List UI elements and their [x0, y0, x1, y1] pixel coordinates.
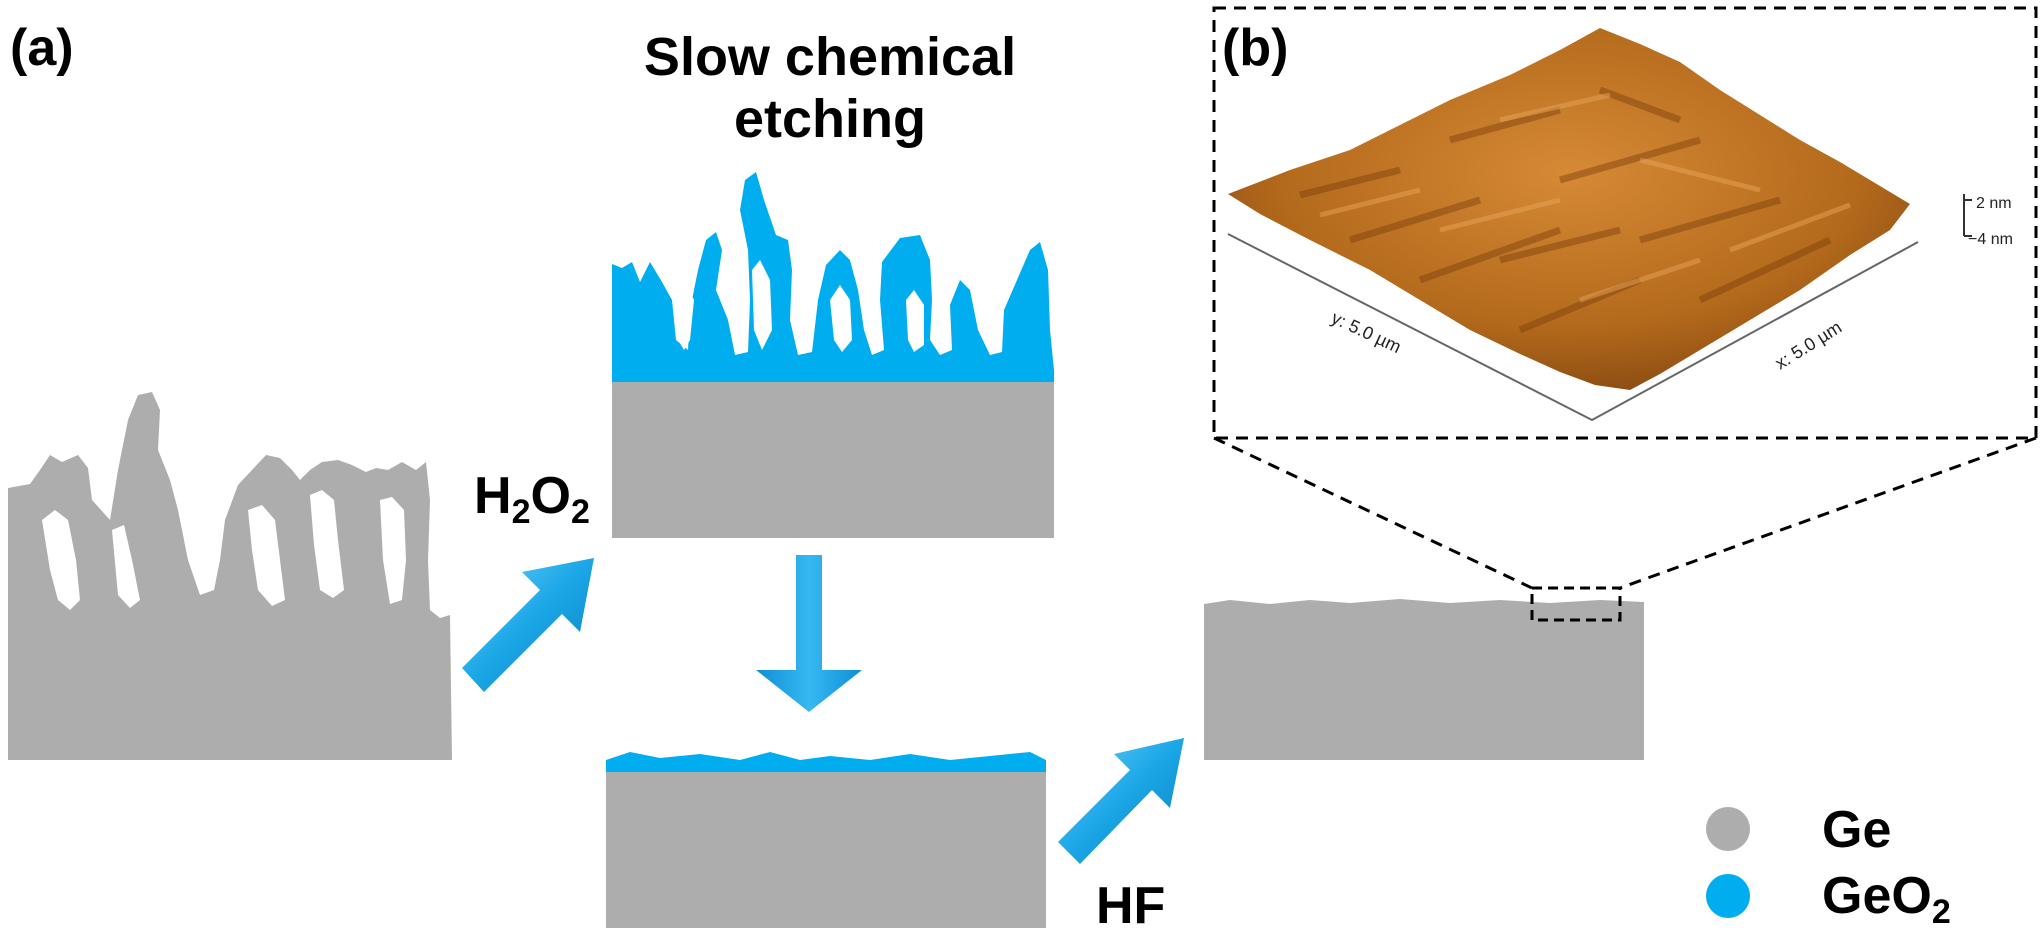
- z-axis-bottom-label: −4 nm: [1968, 231, 2013, 248]
- afm-surface-plot: 2 nm −4 nm y: 5.0 µm x: 5.0 µm: [1227, 28, 2013, 422]
- zoom-region-box: [1530, 586, 1622, 622]
- title-line-1: Slow chemical: [643, 27, 1017, 87]
- arrow-to-hf: [1058, 738, 1184, 864]
- hf-label: HF: [1096, 877, 1166, 935]
- legend-ge-marker: [1706, 807, 1750, 851]
- porous-ge-block: [8, 392, 452, 760]
- z-axis-top-label: 2 nm: [1976, 195, 2012, 212]
- smooth-ge-block: [1204, 586, 1644, 760]
- afm-inset-frame: [1212, 6, 2038, 590]
- title-line-2: etching: [733, 89, 926, 149]
- y-axis-label: y: 5.0 µm: [1328, 307, 1404, 357]
- panel-label-b: (b): [1222, 19, 1289, 77]
- arrow-down: [756, 555, 862, 712]
- legend-geo2-label: GeO2: [1822, 867, 1951, 931]
- legend-geo2-marker: [1706, 874, 1750, 918]
- thin-oxide-block: [606, 752, 1046, 928]
- panel-label-a: (a): [10, 19, 74, 77]
- h2o2-label: H2O2: [474, 467, 590, 531]
- oxidized-ge-block: [612, 172, 1054, 538]
- arrow-to-oxidation: [462, 558, 594, 692]
- legend-ge-label: Ge: [1822, 801, 1892, 859]
- x-axis-label: x: 5.0 µm: [1772, 317, 1846, 373]
